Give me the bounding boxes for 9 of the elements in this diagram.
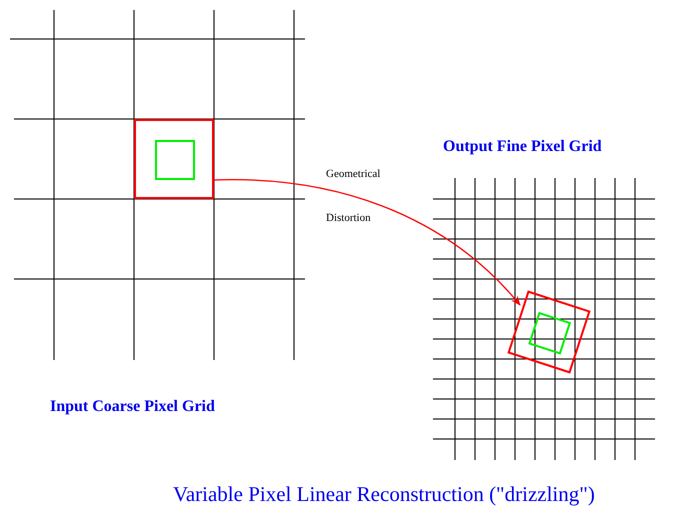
pixel-square xyxy=(134,119,214,199)
inner-pixel-square xyxy=(155,140,195,180)
edge-label: Geometrical Distortion xyxy=(326,167,382,226)
inner-pixel-square xyxy=(528,312,572,355)
pixel-square xyxy=(507,290,591,374)
grid-title: Output Fine Pixel Grid xyxy=(443,138,602,156)
caption: Variable Pixel Linear Reconstruction ("drizzling") xyxy=(173,482,595,507)
arrow xyxy=(214,179,521,306)
grid-title: Input Coarse Pixel Grid xyxy=(50,398,215,416)
